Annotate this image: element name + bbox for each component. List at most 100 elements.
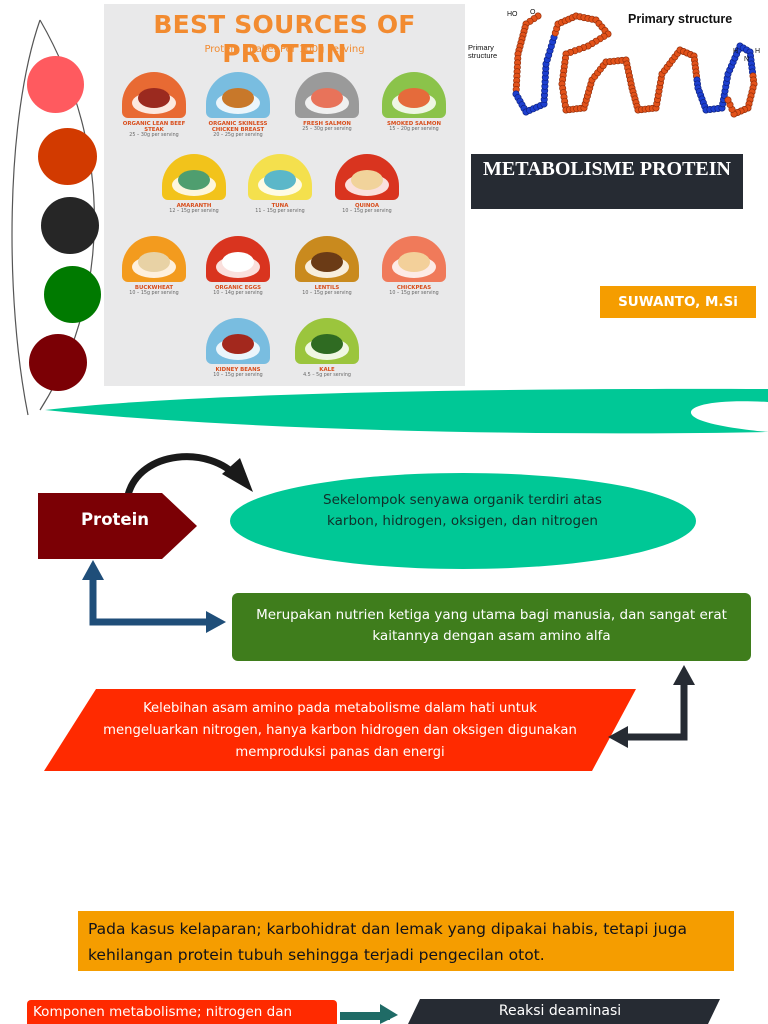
food-amount: 25 – 30g per serving <box>302 127 352 132</box>
protein-label: Protein <box>80 510 150 529</box>
food-image <box>335 154 399 200</box>
food-name: SMOKED SALMON <box>387 121 441 127</box>
food-image <box>206 72 270 118</box>
komponen-box: Komponen metabolisme; nitrogen dan <box>27 1000 337 1024</box>
decor-dot-green <box>44 266 101 323</box>
excess-text: Kelebihan asam amino pada metabolisme da… <box>103 701 577 760</box>
excess-parallelogram <box>44 689 636 771</box>
deaminasi-text: Reaksi deaminasi <box>498 1003 622 1019</box>
elbow-arrow-dark-left-icon <box>608 726 628 748</box>
food-image <box>382 72 446 118</box>
nutrient-box: Merupakan nutrien ketiga yang utama bagi… <box>232 593 751 661</box>
food-name: FRESH SALMON <box>303 121 351 127</box>
decor-dot-orange <box>38 128 97 185</box>
food-image <box>162 154 226 200</box>
molecule-n: N <box>744 56 750 63</box>
protein-sources-poster: BEST SOURCES OF PROTEIN Protein intake: … <box>104 4 465 386</box>
food-image <box>122 72 186 118</box>
molecule-h: H <box>733 48 739 55</box>
bottom-arrow-head-icon <box>380 1004 398 1024</box>
definition-text: Sekelompok senyawa organik terdiri atas … <box>323 492 602 529</box>
curved-arrow-head-icon <box>222 458 253 492</box>
molecule-label-left: Primary structure <box>468 43 498 60</box>
food-amount: 4.5 – 5g per serving <box>303 373 351 378</box>
food-amount: 10 – 15g per serving <box>342 209 392 214</box>
food-name: KALE <box>319 367 335 373</box>
starvation-box: Pada kasus kelaparan; karbohidrat dan le… <box>78 911 734 971</box>
teal-swoosh <box>45 388 768 434</box>
food-image <box>122 236 186 282</box>
flow-diagram <box>38 453 720 1024</box>
food-amount: 10 – 14g per serving <box>213 291 263 296</box>
food-image <box>382 236 446 282</box>
food-amount: 15 – 20g per serving <box>389 127 439 132</box>
molecule-h2: H <box>755 48 761 55</box>
food-name: LENTILS <box>314 285 340 291</box>
food-amount: 10 – 15g per serving <box>302 291 352 296</box>
food-amount: 11 – 15g per serving <box>255 209 305 214</box>
bottom-arrow-shaft <box>340 1012 390 1020</box>
food-name: AMARANTH <box>176 203 212 209</box>
molecule-ho: HO <box>507 11 518 18</box>
definition-ellipse <box>230 473 696 569</box>
food-image <box>206 318 270 364</box>
elbow-arrow-blue-shaft <box>89 578 220 626</box>
food-amount: 10 – 15g per serving <box>129 291 179 296</box>
poster-title: BEST SOURCES OF PROTEIN <box>153 10 416 68</box>
poster-subtitle: Protein intake: Per 100g serving <box>204 44 365 55</box>
food-name: BUCKWHEAT <box>134 285 174 291</box>
komponen-text: Komponen metabolisme; nitrogen dan <box>33 1004 293 1020</box>
food-name: TUNA <box>271 203 289 209</box>
protein-chain-image <box>512 12 758 118</box>
slide-title: METABOLISME PROTEIN <box>471 154 743 209</box>
food-amount: 10 – 15g per serving <box>213 373 263 378</box>
decor-dot-maroon <box>29 334 87 391</box>
food-name: QUINOA <box>354 203 380 209</box>
amino-acid-bead <box>724 96 732 104</box>
author-badge: SUWANTO, M.Si <box>600 286 756 318</box>
deaminasi-box <box>408 999 720 1024</box>
food-name: KIDNEY BEANS <box>215 367 261 373</box>
nutrient-text: Merupakan nutrien ketiga yang utama bagi… <box>256 607 727 644</box>
food-image <box>295 318 359 364</box>
starvation-text: Pada kasus kelaparan; karbohidrat dan le… <box>88 920 687 964</box>
food-amount: 12 – 15g per serving <box>169 209 219 214</box>
food-image <box>248 154 312 200</box>
author-name: SUWANTO, M.Si <box>618 294 738 310</box>
molecule-o: O <box>530 9 536 16</box>
protein-tag <box>38 493 197 559</box>
food-name: CHICKPEAS <box>396 285 432 291</box>
food-name: ORGANIC LEAN BEEF STEAK <box>122 121 186 133</box>
food-name: ORGANIC SKINLESS CHICKEN BREAST <box>208 121 268 133</box>
food-image <box>295 236 359 282</box>
decor-dot-coral <box>27 56 84 113</box>
food-name: ORGANIC EGGS <box>214 285 262 291</box>
elbow-arrow-blue-right-icon <box>206 611 226 633</box>
food-amount: 10 – 15g per serving <box>389 291 439 296</box>
curved-arrow-shaft <box>124 453 241 497</box>
slide-title-text: METABOLISME PROTEIN <box>483 158 731 180</box>
food-image <box>206 236 270 282</box>
arc-line-left <box>11 19 41 416</box>
food-amount: 25 – 30g per serving <box>129 133 179 138</box>
food-amount: 20 – 25g per serving <box>213 133 263 138</box>
elbow-arrow-dark-up-icon <box>673 665 695 685</box>
food-image <box>295 72 359 118</box>
elbow-arrow-blue-up-icon <box>82 560 104 580</box>
molecule-label-top: Primary structure <box>628 12 733 26</box>
elbow-arrow-dark-shaft <box>625 683 688 741</box>
decor-dot-black <box>41 197 99 254</box>
